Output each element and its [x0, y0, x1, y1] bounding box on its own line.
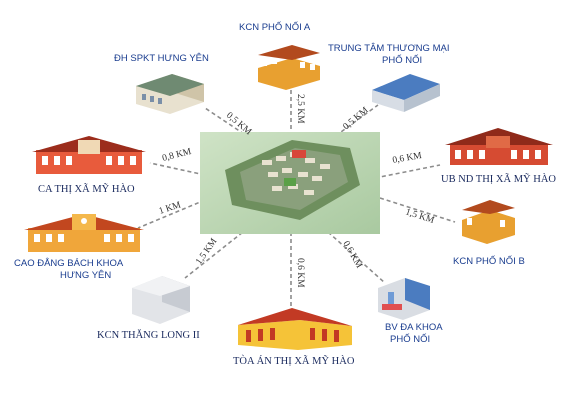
- label-tttm-line2: PHỐ NỐI: [382, 54, 422, 66]
- label-tttm-line1: TRUNG TÂM THƯƠNG MẠI: [328, 43, 449, 54]
- warehouse-icon: [132, 276, 190, 324]
- label-toa-an: TÒA ÁN THỊ XÃ MỸ HÀO: [233, 355, 355, 367]
- label-cao-dang-line1: CAO ĐẲNG BÁCH KHOA: [14, 257, 124, 269]
- distance-kcn-pho-noi-b: 1,5 KM: [404, 207, 436, 226]
- connector-ca-tx: [149, 162, 206, 176]
- government-building-icon: [445, 128, 553, 165]
- connector-ub-nd: [374, 164, 441, 179]
- label-ca-tx: CA THỊ XÃ MỸ HÀO: [38, 183, 135, 195]
- distance-kcn-thang-long: 1,5 KM: [194, 236, 219, 266]
- label-cao-dang-line2: HƯNG YÊN: [60, 270, 111, 281]
- label-dh-spkt: ĐH SPKT HƯNG YÊN: [114, 53, 209, 64]
- industrial-building-icon: [462, 200, 515, 244]
- police-station-icon: [32, 136, 146, 174]
- distance-tttm: 0,5 KM: [342, 105, 371, 132]
- label-kcn-thang-long: KCN THĂNG LONG II: [97, 329, 200, 341]
- connector-bv-da-khoa: [327, 231, 386, 284]
- distance-ca-tx: 0,8 KM: [161, 147, 193, 164]
- label-kcn-pho-noi-a: KCN PHỐ NỐI A: [239, 21, 311, 33]
- connector-cao-dang: [137, 199, 206, 229]
- label-kcn-pho-noi-b: KCN PHỐ NỐI B: [453, 255, 525, 267]
- distance-kcn-pho-noi-a: 2,5 KM: [295, 94, 305, 124]
- hospital-icon: [378, 278, 430, 320]
- aerial-project-map: [200, 132, 380, 234]
- college-building-icon: [24, 214, 144, 252]
- distance-bv: 0,6 KM: [340, 240, 364, 271]
- shopping-mall-icon: [372, 74, 440, 112]
- label-bv-line2: PHỐ NỐI: [390, 333, 430, 345]
- industrial-building-icon: [258, 45, 320, 90]
- university-building-icon: [136, 74, 204, 114]
- courthouse-icon: [238, 308, 352, 350]
- distance-toa-an: 0,6 KM: [295, 258, 305, 288]
- label-ub-nd: UB ND THỊ XÃ MỸ HÀO: [441, 173, 556, 185]
- connector-kcn-thang-long: [184, 227, 249, 279]
- distance-ub-nd: 0,6 KM: [392, 151, 423, 166]
- label-bv-line1: BV ĐA KHOA: [385, 322, 443, 333]
- connector-kcn-pho-noi-b: [379, 197, 456, 223]
